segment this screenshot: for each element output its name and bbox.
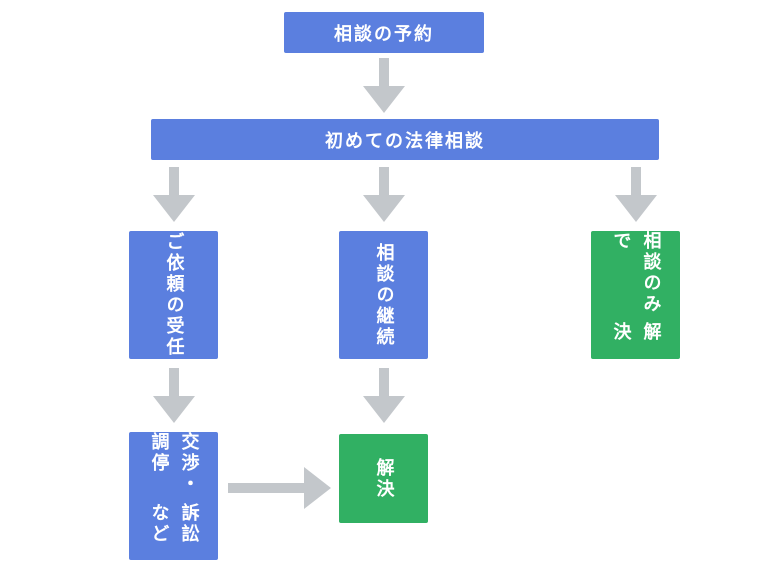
- continue-consultation-line2: 継続: [373, 305, 395, 348]
- resolution-box: 解決: [339, 434, 428, 523]
- accept-request-line2: 受任: [163, 316, 185, 358]
- arrow-down-negotiation: [153, 368, 195, 423]
- arrow-down-continue: [363, 167, 405, 222]
- accept-request-box: ご依頼の 受任: [129, 231, 218, 359]
- consult-only-line1: 相談のみで: [610, 231, 662, 315]
- negotiation-litigation-box: 交渉・調停 訴訟など: [129, 432, 218, 560]
- accept-request-line1: ご依頼の: [163, 232, 185, 316]
- continue-consultation-box: 相談の 継続: [339, 231, 428, 359]
- negotiation-line1: 交渉・調停: [148, 432, 200, 495]
- first-consultation-label: 初めての法律相談: [325, 130, 485, 152]
- reservation-box: 相談の予約: [284, 12, 484, 53]
- resolution-label: 解決: [373, 457, 395, 500]
- reservation-label: 相談の予約: [334, 23, 434, 45]
- continue-consultation-line1: 相談の: [373, 242, 395, 306]
- arrow-down-resolution: [363, 368, 405, 423]
- first-consultation-box: 初めての法律相談: [151, 119, 659, 160]
- arrow-down-accept: [153, 167, 195, 222]
- arrow-right-resolution: [228, 467, 331, 509]
- negotiation-line2: 訴訟など: [148, 503, 200, 546]
- consult-only-line2: 解決: [610, 322, 662, 344]
- arrow-down-consult-only: [615, 167, 657, 222]
- arrow-down-1: [363, 58, 405, 113]
- consult-only-resolved-box: 相談のみで 解決: [591, 231, 680, 359]
